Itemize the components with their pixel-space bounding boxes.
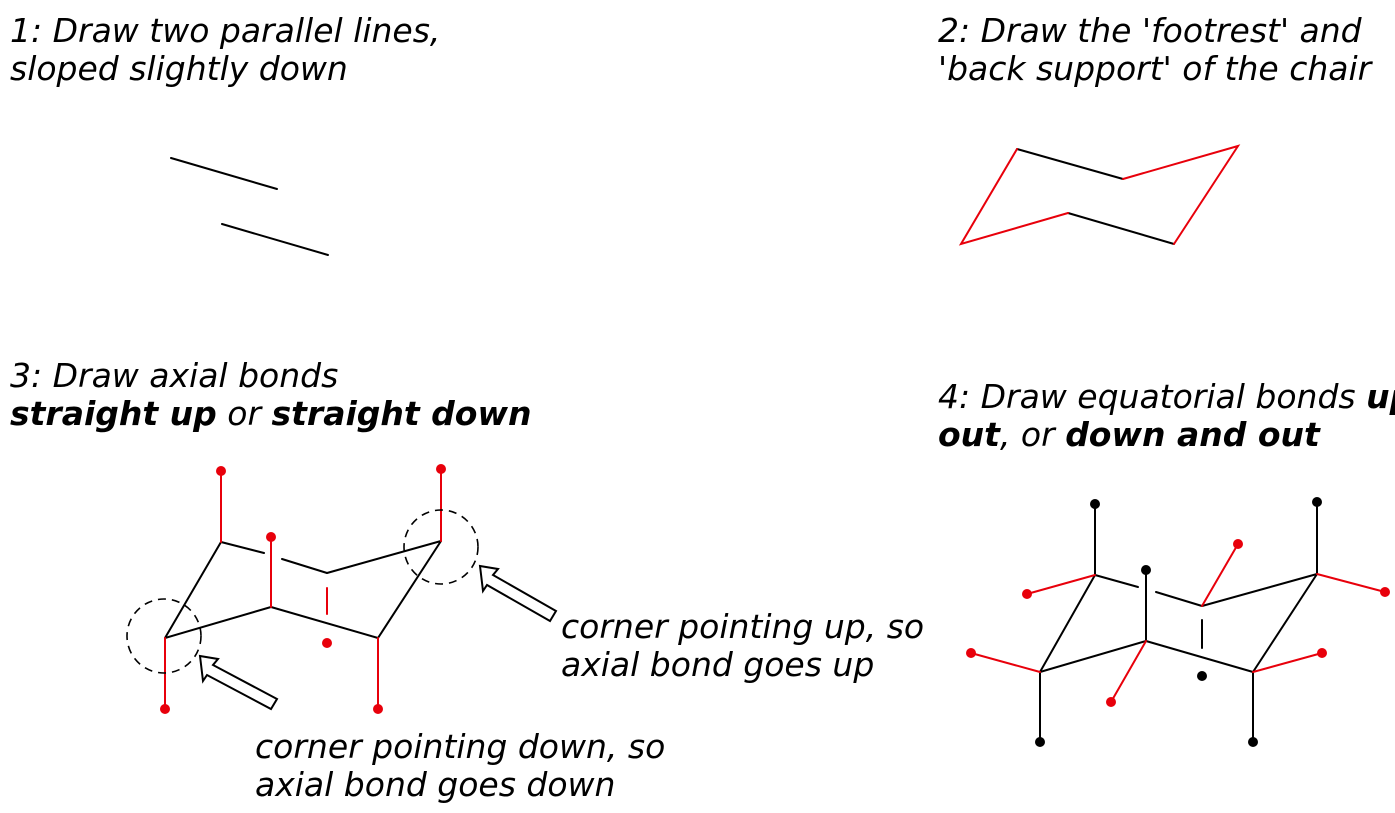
axial-atom xyxy=(266,532,276,542)
step3-caption-bold-up: straight up xyxy=(10,394,217,433)
ring-bond xyxy=(1201,573,1318,607)
equatorial-bond xyxy=(1026,574,1096,595)
highlight-corner-up xyxy=(403,509,479,585)
ring-bond xyxy=(377,540,442,639)
step4-caption-line1-a: 4: Draw equatorial bonds xyxy=(938,377,1366,416)
step2-caption-line2-a: 'back support' xyxy=(938,49,1172,88)
step4-caption-line2-a: out xyxy=(938,415,1001,454)
equatorial-atom xyxy=(966,648,976,658)
ring-bond xyxy=(164,606,272,639)
ring-bond xyxy=(281,558,328,574)
step3-chair xyxy=(126,464,558,714)
step1-caption-line2: sloped slightly down xyxy=(10,49,348,88)
step2-caption-line1-a: 2: Draw the xyxy=(938,11,1142,50)
axial-atom xyxy=(436,464,446,474)
arrow-to-corner-down xyxy=(198,654,279,711)
equatorial-atom xyxy=(1233,539,1243,549)
annot-corner-down-line2: axial bond goes down xyxy=(255,765,615,804)
step4-caption-line2-c: down and out xyxy=(1065,415,1321,454)
step3-caption-bold-down: straight down xyxy=(272,394,532,433)
axial-atom xyxy=(1312,497,1322,507)
ring-bond xyxy=(164,541,222,639)
step1-parallel-lines xyxy=(170,157,329,256)
ring-bond xyxy=(1155,591,1203,607)
equatorial-bond xyxy=(1110,640,1147,703)
equatorial-atom xyxy=(1106,697,1116,707)
annot-corner-up-line2: axial bond goes up xyxy=(561,645,874,684)
axial-atom xyxy=(1090,499,1100,509)
ring-bond xyxy=(1094,574,1139,588)
axial-atom xyxy=(322,638,332,648)
step1-caption-line1: 1: Draw two parallel lines, xyxy=(10,11,440,50)
ring-bond xyxy=(220,541,265,554)
chair-seat-bottom xyxy=(1067,212,1175,245)
step2-caption-line1: 2: Draw the 'footrest' and xyxy=(938,11,1363,50)
axial-atom xyxy=(1248,737,1258,747)
step2-caption-line2-b: of the chair xyxy=(1172,49,1374,88)
annot-corner-up-line1: corner pointing up, so xyxy=(561,607,924,646)
annot-corner-down-line1: corner pointing down, so xyxy=(255,727,665,766)
equatorial-bond xyxy=(1252,652,1323,673)
step2-chair xyxy=(958,144,1241,246)
parallel-line-top xyxy=(170,157,278,190)
step4-caption-line1-b: up and xyxy=(1366,377,1395,416)
ring-bond xyxy=(326,540,442,574)
axial-atom xyxy=(1141,565,1151,575)
equatorial-atom xyxy=(1022,589,1032,599)
axial-atom xyxy=(373,704,383,714)
step4-caption-line1: 4: Draw equatorial bonds up and xyxy=(938,377,1395,416)
ring-bond xyxy=(270,606,379,639)
step2-caption-line1-b: 'footrest' and xyxy=(1142,11,1363,50)
highlight-corner-down xyxy=(126,598,202,674)
ring-bond xyxy=(1145,640,1254,673)
chair-seat-top xyxy=(1016,148,1124,180)
arrow-to-corner-up xyxy=(478,564,558,623)
step4-caption-line2-b: , or xyxy=(1000,415,1065,454)
ring-bond xyxy=(1039,640,1147,673)
axial-atom xyxy=(1197,671,1207,681)
ring-bond xyxy=(1252,573,1318,673)
equatorial-atom xyxy=(1317,648,1327,658)
equatorial-bond xyxy=(1316,573,1386,593)
step3-caption-line2: straight up or straight down xyxy=(10,394,531,433)
chair-back-support xyxy=(1122,144,1241,245)
axial-atom xyxy=(216,466,226,476)
chair-footrest xyxy=(958,148,1069,246)
equatorial-bond xyxy=(1201,543,1239,607)
equatorial-atom xyxy=(1380,587,1390,597)
step4-caption-line2: out, or down and out xyxy=(938,415,1321,454)
parallel-line-bottom xyxy=(221,223,329,256)
axial-atom xyxy=(1035,737,1045,747)
axial-atom xyxy=(160,704,170,714)
step2-caption-line2: 'back support' of the chair xyxy=(938,49,1374,88)
equatorial-bond xyxy=(970,652,1041,673)
step4-chair xyxy=(966,497,1390,747)
step3-caption-or: or xyxy=(217,394,272,433)
step3-caption-line1: 3: Draw axial bonds xyxy=(10,356,338,395)
ring-bond xyxy=(1039,574,1096,673)
